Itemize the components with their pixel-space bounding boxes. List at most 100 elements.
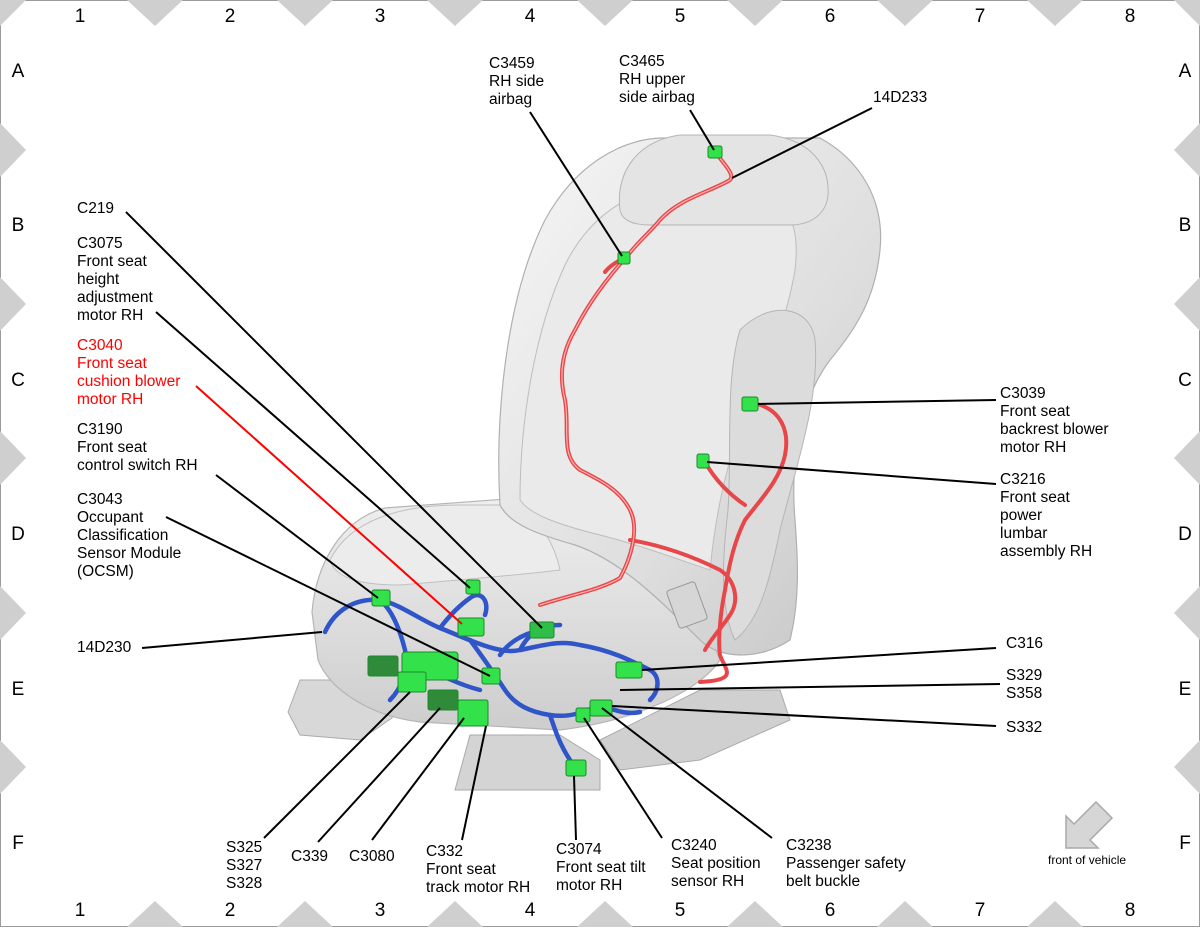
label-14d233: 14D233	[873, 89, 927, 106]
leader-c3459	[529, 111, 623, 257]
grid-row-e-right: E	[1179, 679, 1192, 700]
leader-c3074	[573, 775, 577, 841]
leader-c339	[317, 707, 441, 843]
label-c3190-line-3: control switch RH	[77, 457, 198, 474]
label-c3216-line-2: Front seat	[1000, 489, 1070, 506]
connector-c339	[367, 655, 399, 677]
label-s325-line-1: S325	[226, 839, 262, 856]
connector-c3043	[481, 667, 501, 685]
label-c332-line-3: track motor RH	[426, 879, 530, 896]
leader-s325	[263, 691, 411, 839]
label-c3039: C3039 Front seat backrest blower motor R…	[1000, 385, 1113, 456]
label-c3459-line-2: RH side	[489, 73, 544, 90]
border-triangle-top-2	[277, 0, 333, 26]
leader-lines	[125, 107, 1001, 843]
label-c332: C332 Front seat track motor RH	[426, 843, 530, 896]
label-c3040-line-3: cushion blower	[77, 373, 180, 390]
border-triangle-corner-tl	[0, 0, 26, 26]
label-c3216-line-4: lumbar	[1000, 525, 1047, 542]
grid-row-c-right: C	[1178, 370, 1192, 391]
connector-c3465	[707, 145, 723, 159]
grid-col-2-bottom: 2	[225, 900, 236, 921]
label-c332-line-1: C332	[426, 843, 463, 860]
backrest-harness-red-highlight	[539, 152, 732, 606]
connector-c3216	[696, 453, 710, 469]
label-c3216-line-1: C3216	[1000, 471, 1046, 488]
label-c3043-line-1: C3043	[77, 491, 123, 508]
grid-row-e-left: E	[12, 679, 25, 700]
grid-row-labels-right: A B C D E F	[1178, 61, 1192, 854]
grid-col-6-bottom: 6	[825, 900, 836, 921]
border-triangle-right-1	[1174, 123, 1200, 177]
grid-col-1-bottom: 1	[75, 900, 86, 921]
border-triangle-left-1	[0, 123, 26, 177]
label-c3459-line-3: airbag	[489, 91, 532, 108]
grid-col-8-top: 8	[1125, 6, 1136, 27]
border-triangle-left-2	[0, 277, 26, 331]
grid-col-4-bottom: 4	[525, 900, 536, 921]
leader-14d230	[141, 631, 323, 649]
grid-row-f-left: F	[12, 833, 24, 854]
leader-c3465	[689, 109, 715, 151]
label-c3074: C3074 Front seat tilt motor RH	[556, 841, 650, 894]
label-c3040-line-2: Front seat	[77, 355, 147, 372]
label-s325-s327-s328: S325 S327 S328	[226, 839, 267, 892]
label-c3043-line-3: Classification	[77, 527, 168, 544]
leader-c316	[641, 647, 997, 671]
label-c3216-line-3: power	[1000, 507, 1042, 524]
leader-c3039	[757, 399, 997, 405]
connector-c3074	[565, 759, 587, 777]
harness-red-blower-branch	[698, 402, 789, 684]
border-triangle-bottom-4	[577, 901, 633, 927]
label-c3039-line-4: motor RH	[1000, 439, 1066, 456]
leader-c3040	[195, 385, 463, 625]
label-c3465-line-1: C3465	[619, 53, 665, 70]
leader-c3190	[215, 474, 379, 599]
label-c3465-line-3: side airbag	[619, 89, 695, 106]
label-c3075-line-5: motor RH	[77, 307, 143, 324]
border-triangle-corner-tr	[1174, 0, 1200, 26]
label-c3216: C3216 Front seat power lumbar assembly R…	[1000, 471, 1092, 560]
connector-c316	[615, 661, 643, 679]
grid-col-5-top: 5	[675, 6, 686, 27]
label-c3080: C3080	[349, 848, 395, 865]
leader-c3238	[601, 707, 773, 839]
grid-row-d-right: D	[1178, 524, 1192, 545]
label-c3465-line-2: RH upper	[619, 71, 685, 88]
label-c3043-line-4: Sensor Module	[77, 545, 181, 562]
label-s325-line-3: S328	[226, 875, 262, 892]
connector-c219	[529, 621, 555, 639]
grid-col-7-bottom: 7	[975, 900, 986, 921]
label-c3043: C3043 Occupant Classification Sensor Mod…	[77, 491, 186, 580]
border-triangle-right-3	[1174, 431, 1200, 485]
label-c3075-line-1: C3075	[77, 235, 123, 252]
grid-row-f-right: F	[1179, 833, 1191, 854]
grid-col-4-top: 4	[525, 6, 536, 27]
grid-col-8-bottom: 8	[1125, 900, 1136, 921]
leader-c3080	[371, 717, 465, 841]
label-c3075-line-2: Front seat	[77, 253, 147, 270]
label-c3043-line-2: Occupant	[77, 509, 144, 526]
label-14d230: 14D230	[77, 639, 132, 656]
label-c3238-line-2: Passenger safety	[786, 855, 906, 872]
label-s329-line-1: S329	[1006, 667, 1042, 684]
label-c3459-line-1: C3459	[489, 55, 535, 72]
leader-s332	[611, 705, 997, 727]
label-c339: C339	[291, 848, 328, 865]
label-c3075-line-3: height	[77, 271, 120, 288]
border-triangle-bottom-2	[277, 901, 333, 927]
leader-c3240	[583, 717, 663, 839]
label-c3238-line-1: C3238	[786, 837, 832, 854]
border-triangle-top-1	[127, 0, 183, 26]
grid-col-6-top: 6	[825, 6, 836, 27]
seat-side-bolster	[723, 309, 817, 641]
border-triangle-right-4	[1174, 586, 1200, 640]
harness-red-cross	[628, 538, 738, 652]
seat-rail-right	[599, 689, 791, 771]
leader-c3043	[165, 516, 491, 677]
border-triangle-top-6	[877, 0, 933, 26]
label-c3039-line-1: C3039	[1000, 385, 1046, 402]
border-triangle-left-5	[0, 740, 26, 794]
label-c3238: C3238 Passenger safety belt buckle	[786, 837, 910, 890]
